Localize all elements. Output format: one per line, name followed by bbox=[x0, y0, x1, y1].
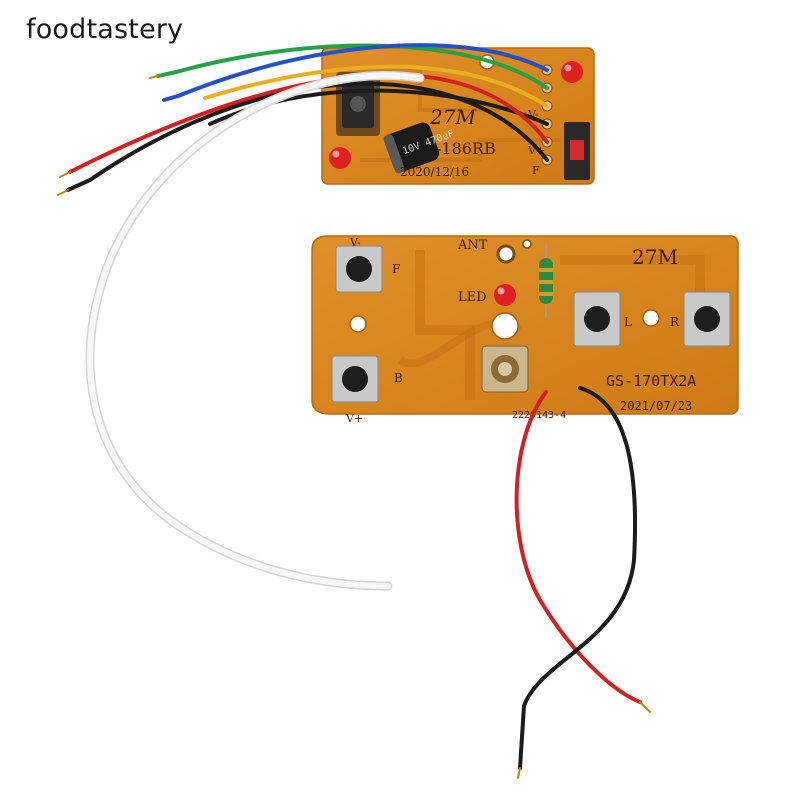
receiver-freq-label: 27M bbox=[429, 105, 476, 129]
receiver-led-left bbox=[329, 147, 351, 169]
transmitter-serial-label: 2220143-4 bbox=[512, 410, 566, 421]
transmitter-ant-label: ANT bbox=[457, 238, 488, 253]
receiver-pin-f: F bbox=[532, 164, 540, 177]
button-b bbox=[331, 355, 379, 403]
receiver-model-label: -186RB bbox=[436, 139, 496, 158]
receiver-led-top bbox=[561, 61, 583, 83]
transmitter-led bbox=[494, 284, 516, 306]
receiver-switch bbox=[564, 122, 590, 180]
transmitter-model-label: GS-170TX2A bbox=[606, 372, 696, 390]
power-pos-label: V+ bbox=[345, 412, 363, 425]
transmitter-board: 27M ANT LED GS-170TX2A 2021/07/23 222014… bbox=[311, 235, 739, 425]
receiver-date-label: 2020/12/16 bbox=[400, 165, 469, 179]
transmitter-inductor bbox=[539, 244, 553, 318]
power-neg-label: V- bbox=[349, 236, 361, 249]
button-l bbox=[573, 291, 621, 347]
transmitter-freq-label: 27M bbox=[632, 245, 678, 269]
transmitter-wires bbox=[514, 386, 651, 779]
receiver-board: 10V 470uF 27M -186RB 2020/12/16 V- V+ F bbox=[321, 47, 595, 185]
button-f-label: F bbox=[392, 262, 400, 276]
button-r-label: R bbox=[670, 315, 680, 329]
transmitter-crystal bbox=[481, 345, 529, 393]
receiver-wires bbox=[57, 43, 549, 591]
button-r bbox=[683, 291, 731, 347]
button-b-label: B bbox=[394, 371, 403, 385]
button-f bbox=[335, 245, 383, 293]
button-l-label: L bbox=[624, 315, 632, 329]
receiver-pin-vneg: V- bbox=[527, 108, 539, 121]
transmitter-date-label: 2021/07/23 bbox=[620, 399, 692, 413]
transmitter-led-label: LED bbox=[458, 290, 487, 305]
watermark-text: foodtastery bbox=[26, 14, 184, 45]
